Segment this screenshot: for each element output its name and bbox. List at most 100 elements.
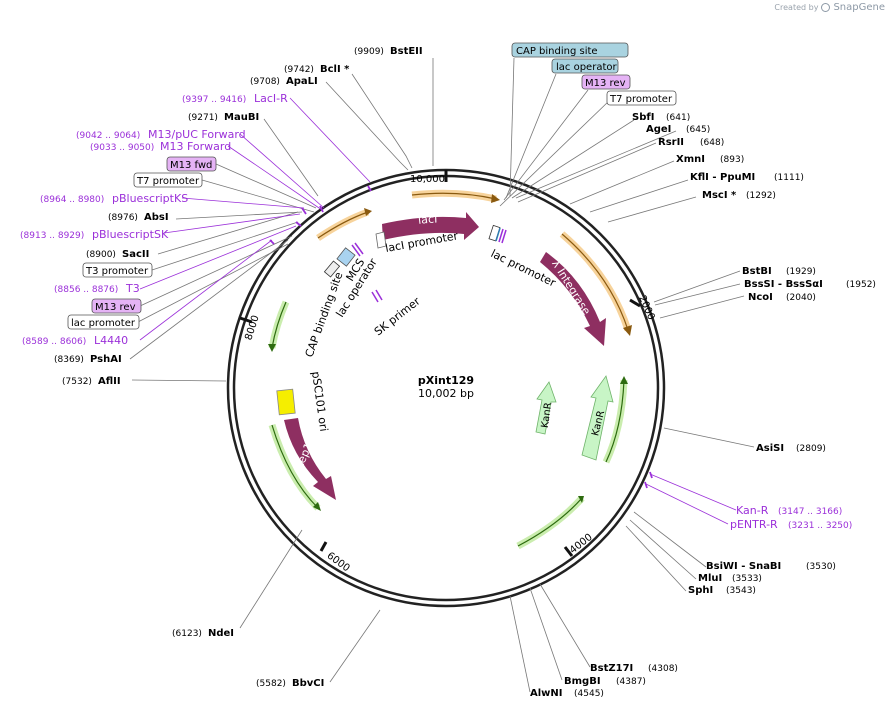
tick-label-10000: 10,000 bbox=[410, 174, 445, 185]
primer-t3: T3 bbox=[125, 282, 140, 295]
orf-left bbox=[317, 211, 369, 239]
box-t7-top: T7 promoter bbox=[606, 90, 677, 106]
sk-primer-mark-1 bbox=[371, 291, 379, 303]
site-bbvci: BbvCI bbox=[292, 678, 324, 689]
tick-4000 bbox=[563, 546, 574, 557]
site-agei: AgeI bbox=[646, 124, 671, 135]
mcs-cluster bbox=[323, 242, 383, 303]
leader-rsrii bbox=[517, 142, 657, 203]
site-bsssi: BssSI - BssSαI bbox=[744, 279, 823, 290]
created-by-label: Created by bbox=[774, 3, 819, 12]
leader-m13rev-top bbox=[503, 89, 589, 201]
box-t7-left-text: T7 promoter bbox=[136, 176, 200, 187]
site-absi-pos: (8976) bbox=[108, 213, 138, 223]
site-mlui: MluI bbox=[698, 573, 722, 584]
leader-lac-operator-top bbox=[505, 73, 557, 199]
leader-t3 bbox=[151, 221, 299, 271]
primer-pentr-r-pos: (3231 .. 3250) bbox=[788, 521, 852, 531]
box-m13rev-top: M13 rev bbox=[581, 74, 631, 90]
ring-mark-m13 bbox=[319, 205, 324, 213]
leader-bsssi bbox=[654, 283, 741, 306]
feature-kanr-1-arrow bbox=[535, 381, 557, 435]
site-sbfi-pos: (641) bbox=[666, 113, 690, 123]
box-cap-top-text: CAP binding site bbox=[516, 46, 598, 57]
site-absi: AbsI bbox=[144, 212, 169, 223]
primer-mark-1 bbox=[498, 228, 504, 243]
orf-top bbox=[411, 192, 497, 200]
sk-primer-mark-2 bbox=[375, 289, 383, 301]
primer-ring-marks bbox=[269, 185, 653, 489]
feature-psc101-ori-box bbox=[276, 388, 296, 416]
orf-green-3 bbox=[517, 497, 583, 547]
leader-t7-top bbox=[499, 99, 611, 207]
primer-m13fwd-pos: (9033 .. 9050) bbox=[90, 143, 154, 153]
leader-m13fwd bbox=[215, 163, 317, 209]
box-m13rev-top-text: M13 rev bbox=[585, 78, 626, 89]
leader-asisi bbox=[663, 427, 755, 448]
primer-pbluescriptsk: pBluescriptSK bbox=[92, 228, 169, 241]
ring-mark-kan-r bbox=[649, 471, 653, 479]
primer-pbluescriptks: pBluescriptKS bbox=[112, 192, 188, 205]
orf-right-head bbox=[623, 325, 632, 336]
leader-t7-left bbox=[201, 179, 315, 213]
orf-green-4-head bbox=[620, 376, 628, 384]
site-sacii: SacII bbox=[122, 249, 149, 260]
leader-kfli bbox=[589, 179, 689, 213]
site-bbvci-pos: (5582) bbox=[256, 679, 286, 689]
site-aflii: AflII bbox=[98, 376, 121, 387]
site-bstz17i-pos: (4308) bbox=[648, 664, 678, 674]
primers-left: (9397 .. 9416) LacI-R (9042 .. 9064) M13… bbox=[20, 92, 288, 347]
site-ncoi: NcoI bbox=[748, 292, 773, 303]
ring-mark-t3 bbox=[295, 221, 302, 227]
site-agei-pos: (645) bbox=[686, 125, 710, 135]
box-lac-left-text: lac promoter bbox=[71, 318, 136, 329]
orf-left-head bbox=[364, 208, 372, 216]
box-m13rev-left-text: M13 rev bbox=[95, 302, 136, 313]
ring-mark-ks bbox=[301, 207, 307, 215]
primer-l4440-pos: (8589 .. 8606) bbox=[22, 337, 86, 347]
orf-green-2 bbox=[271, 424, 319, 509]
leader-lac-left bbox=[137, 243, 289, 323]
site-bstbi-pos: (1929) bbox=[786, 267, 816, 277]
site-maubi-pos: (9271) bbox=[188, 113, 218, 123]
leader-maubi bbox=[263, 118, 319, 197]
box-lac-left: lac promoter bbox=[67, 314, 140, 330]
site-bcli-pos: (9742) bbox=[284, 65, 314, 75]
feature-lambda-integrase-label: λ Integrase bbox=[549, 258, 593, 318]
leader-l4440 bbox=[139, 239, 273, 341]
ring-mark-pentr bbox=[644, 481, 648, 489]
sites-left: (9909) BstEII (9742) BclI * (9708) ApaLI… bbox=[54, 46, 423, 689]
leader-bstz17i bbox=[539, 583, 591, 668]
primer-laci-r: LacI-R bbox=[254, 92, 288, 105]
cap-mark bbox=[495, 227, 501, 242]
box-m13fwd-text: M13 fwd bbox=[170, 160, 212, 171]
site-ndei-pos: (6123) bbox=[172, 629, 202, 639]
site-ndei: NdeI bbox=[208, 628, 234, 639]
box-t3: T3 promoter bbox=[82, 262, 153, 278]
site-rsrii: RsrII bbox=[658, 137, 684, 148]
site-apali: ApaLI bbox=[286, 76, 318, 87]
tick-8000 bbox=[239, 316, 253, 324]
site-msci: MscI * bbox=[702, 190, 737, 201]
orf-green-3-head bbox=[578, 496, 584, 503]
leader-mlui bbox=[629, 519, 697, 580]
leader-sacii bbox=[157, 211, 299, 255]
site-sacii-pos: (8900) bbox=[86, 250, 116, 260]
orf-top-head bbox=[491, 194, 500, 203]
leader-msci bbox=[607, 196, 697, 223]
primer-pbluescriptsk-pos: (8913 .. 8929) bbox=[20, 231, 84, 241]
leader-bbvci bbox=[329, 609, 381, 683]
leader-bsiwi bbox=[633, 511, 707, 568]
box-lac-operator-top-text: lac operator bbox=[556, 62, 617, 73]
tick-marks bbox=[239, 170, 641, 557]
feature-psc101-ori-label: pSC101 ori bbox=[309, 371, 330, 433]
orf-orange-arrows bbox=[316, 189, 632, 336]
box-m13fwd: M13 fwd bbox=[166, 156, 217, 172]
site-rsrii-pos: (648) bbox=[700, 138, 724, 148]
leader-alwni bbox=[509, 595, 531, 693]
orf-green-arrows bbox=[268, 300, 628, 550]
site-apali-pos: (9708) bbox=[250, 77, 280, 87]
plasmid-length: 10,002 bp bbox=[418, 387, 474, 400]
site-alwni: AlwNI bbox=[530, 688, 563, 699]
feature-rep101-arrow bbox=[284, 418, 336, 500]
